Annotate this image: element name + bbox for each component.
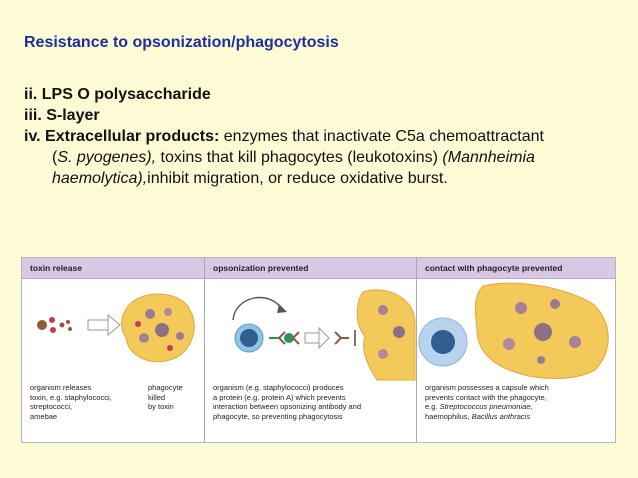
- bullet-iv: iv. Extracellular products: enzymes that…: [24, 128, 544, 145]
- caption-opsonization-prevented: organism (e.g. staphylococci) produces a…: [213, 383, 362, 421]
- panel-opsonization-prevented: opsonization prevented: [205, 258, 416, 442]
- panel-divider: [204, 258, 205, 442]
- bullet-iv-line2: (S. pyogenes), toxins that kill phagocyt…: [52, 149, 535, 166]
- curved-arrow-icon: [232, 296, 282, 321]
- caption-contact-prevented: organism possesses a capsule which preve…: [425, 383, 549, 421]
- organism-icon: [37, 320, 47, 330]
- panel-header-contact-prevented: contact with phagocyte prevented: [417, 258, 615, 279]
- phagocytosis-figure: toxin release organism relea: [21, 257, 616, 443]
- capsule-illustration: [418, 282, 609, 379]
- arrow-icon: [304, 326, 330, 350]
- arrow-icon: [87, 313, 121, 337]
- bullet-list: ii. LPS O polysaccharide iii. S-layer iv…: [24, 84, 624, 189]
- panel-header-opsonization-prevented: opsonization prevented: [205, 258, 416, 279]
- antibody-icon: [269, 331, 300, 345]
- phagocyte-icon: [356, 289, 416, 381]
- slide-title: Resistance to opsonization/phagocytosis: [24, 34, 339, 51]
- toxin-release-illustration: [37, 293, 195, 363]
- bullet-iii: iii. S-layer: [24, 107, 100, 124]
- panel-contact-prevented: contact with phagocyte prevented organis…: [417, 258, 615, 442]
- panel-toxin-release: toxin release organism relea: [22, 258, 204, 442]
- panel-header-toxin-release: toxin release: [22, 258, 204, 279]
- panel-divider: [416, 258, 417, 442]
- bullet-iv-line3: haemolytica),inhibit migration, or reduc…: [52, 170, 448, 187]
- bullet-ii: ii. LPS O polysaccharide: [24, 86, 211, 103]
- opsonization-illustration: [232, 289, 416, 381]
- caption-toxin-release-left: organism releases toxin, e.g. staphyloco…: [30, 383, 112, 421]
- organism-icon: [431, 330, 455, 354]
- caption-toxin-release-right: phagocyte killed by toxin: [148, 383, 183, 411]
